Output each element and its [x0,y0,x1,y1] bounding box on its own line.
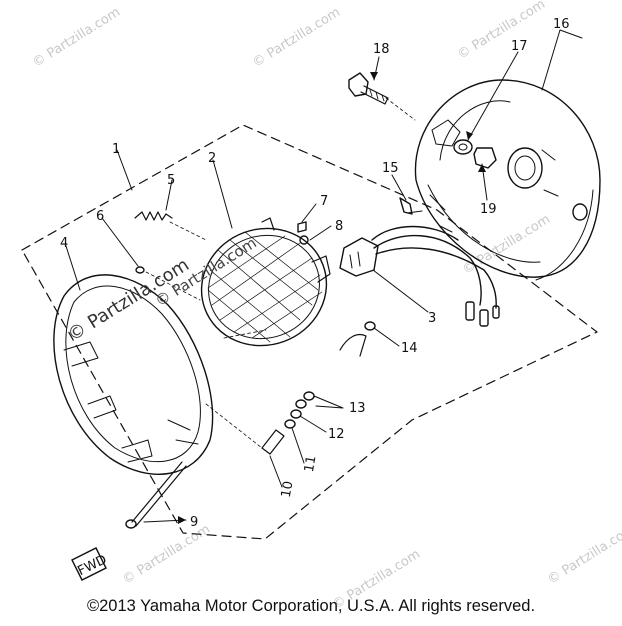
washer [299,235,309,245]
callout-5: 5 [167,173,175,188]
nut-13a [295,399,307,409]
screw [399,197,413,215]
callout-10: 10 [279,480,297,499]
clip [135,266,145,274]
callout-17: 17 [511,39,528,54]
washer-12 [290,409,302,419]
callout-14: 14 [401,341,418,356]
callout-7: 7 [320,194,328,209]
callout-8: 8 [335,219,343,234]
callout-12: 12 [328,427,345,442]
headlight-body [414,79,601,281]
callout-11: 11 [302,455,320,474]
grommet [453,139,473,155]
copyright-notice: ©2013 Yamaha Motor Corporation, U.S.A. A… [86,597,536,615]
spring-pin [261,429,285,455]
sealed-beam-unit [200,217,331,347]
lamp-lead [339,333,367,357]
callout-2: 2 [208,151,216,166]
callout-4: 4 [60,236,68,251]
washer-14 [364,321,376,331]
callout-19: 19 [480,202,497,217]
spring [134,211,173,221]
leader-lines [65,29,583,523]
callout-1: 1 [112,142,120,157]
assembly-boundary [21,124,598,540]
retaining-clip [297,221,307,233]
callout-13: 13 [349,401,366,416]
mounting-bolt [348,72,389,105]
adjusting-screw [131,461,187,527]
socket-wiring [339,225,500,327]
callout-9: 9 [190,515,198,530]
callout-6: 6 [96,209,104,224]
fwd-arrow-tag: FWD [71,547,109,581]
callout-16: 16 [553,17,570,32]
nut-13b [303,391,315,401]
callout-3: 3 [428,311,436,326]
callout-15: 15 [382,161,399,176]
callout-18: 18 [373,42,390,57]
mounting-ring [53,274,214,475]
nut [473,147,497,169]
washer-11 [284,419,296,429]
